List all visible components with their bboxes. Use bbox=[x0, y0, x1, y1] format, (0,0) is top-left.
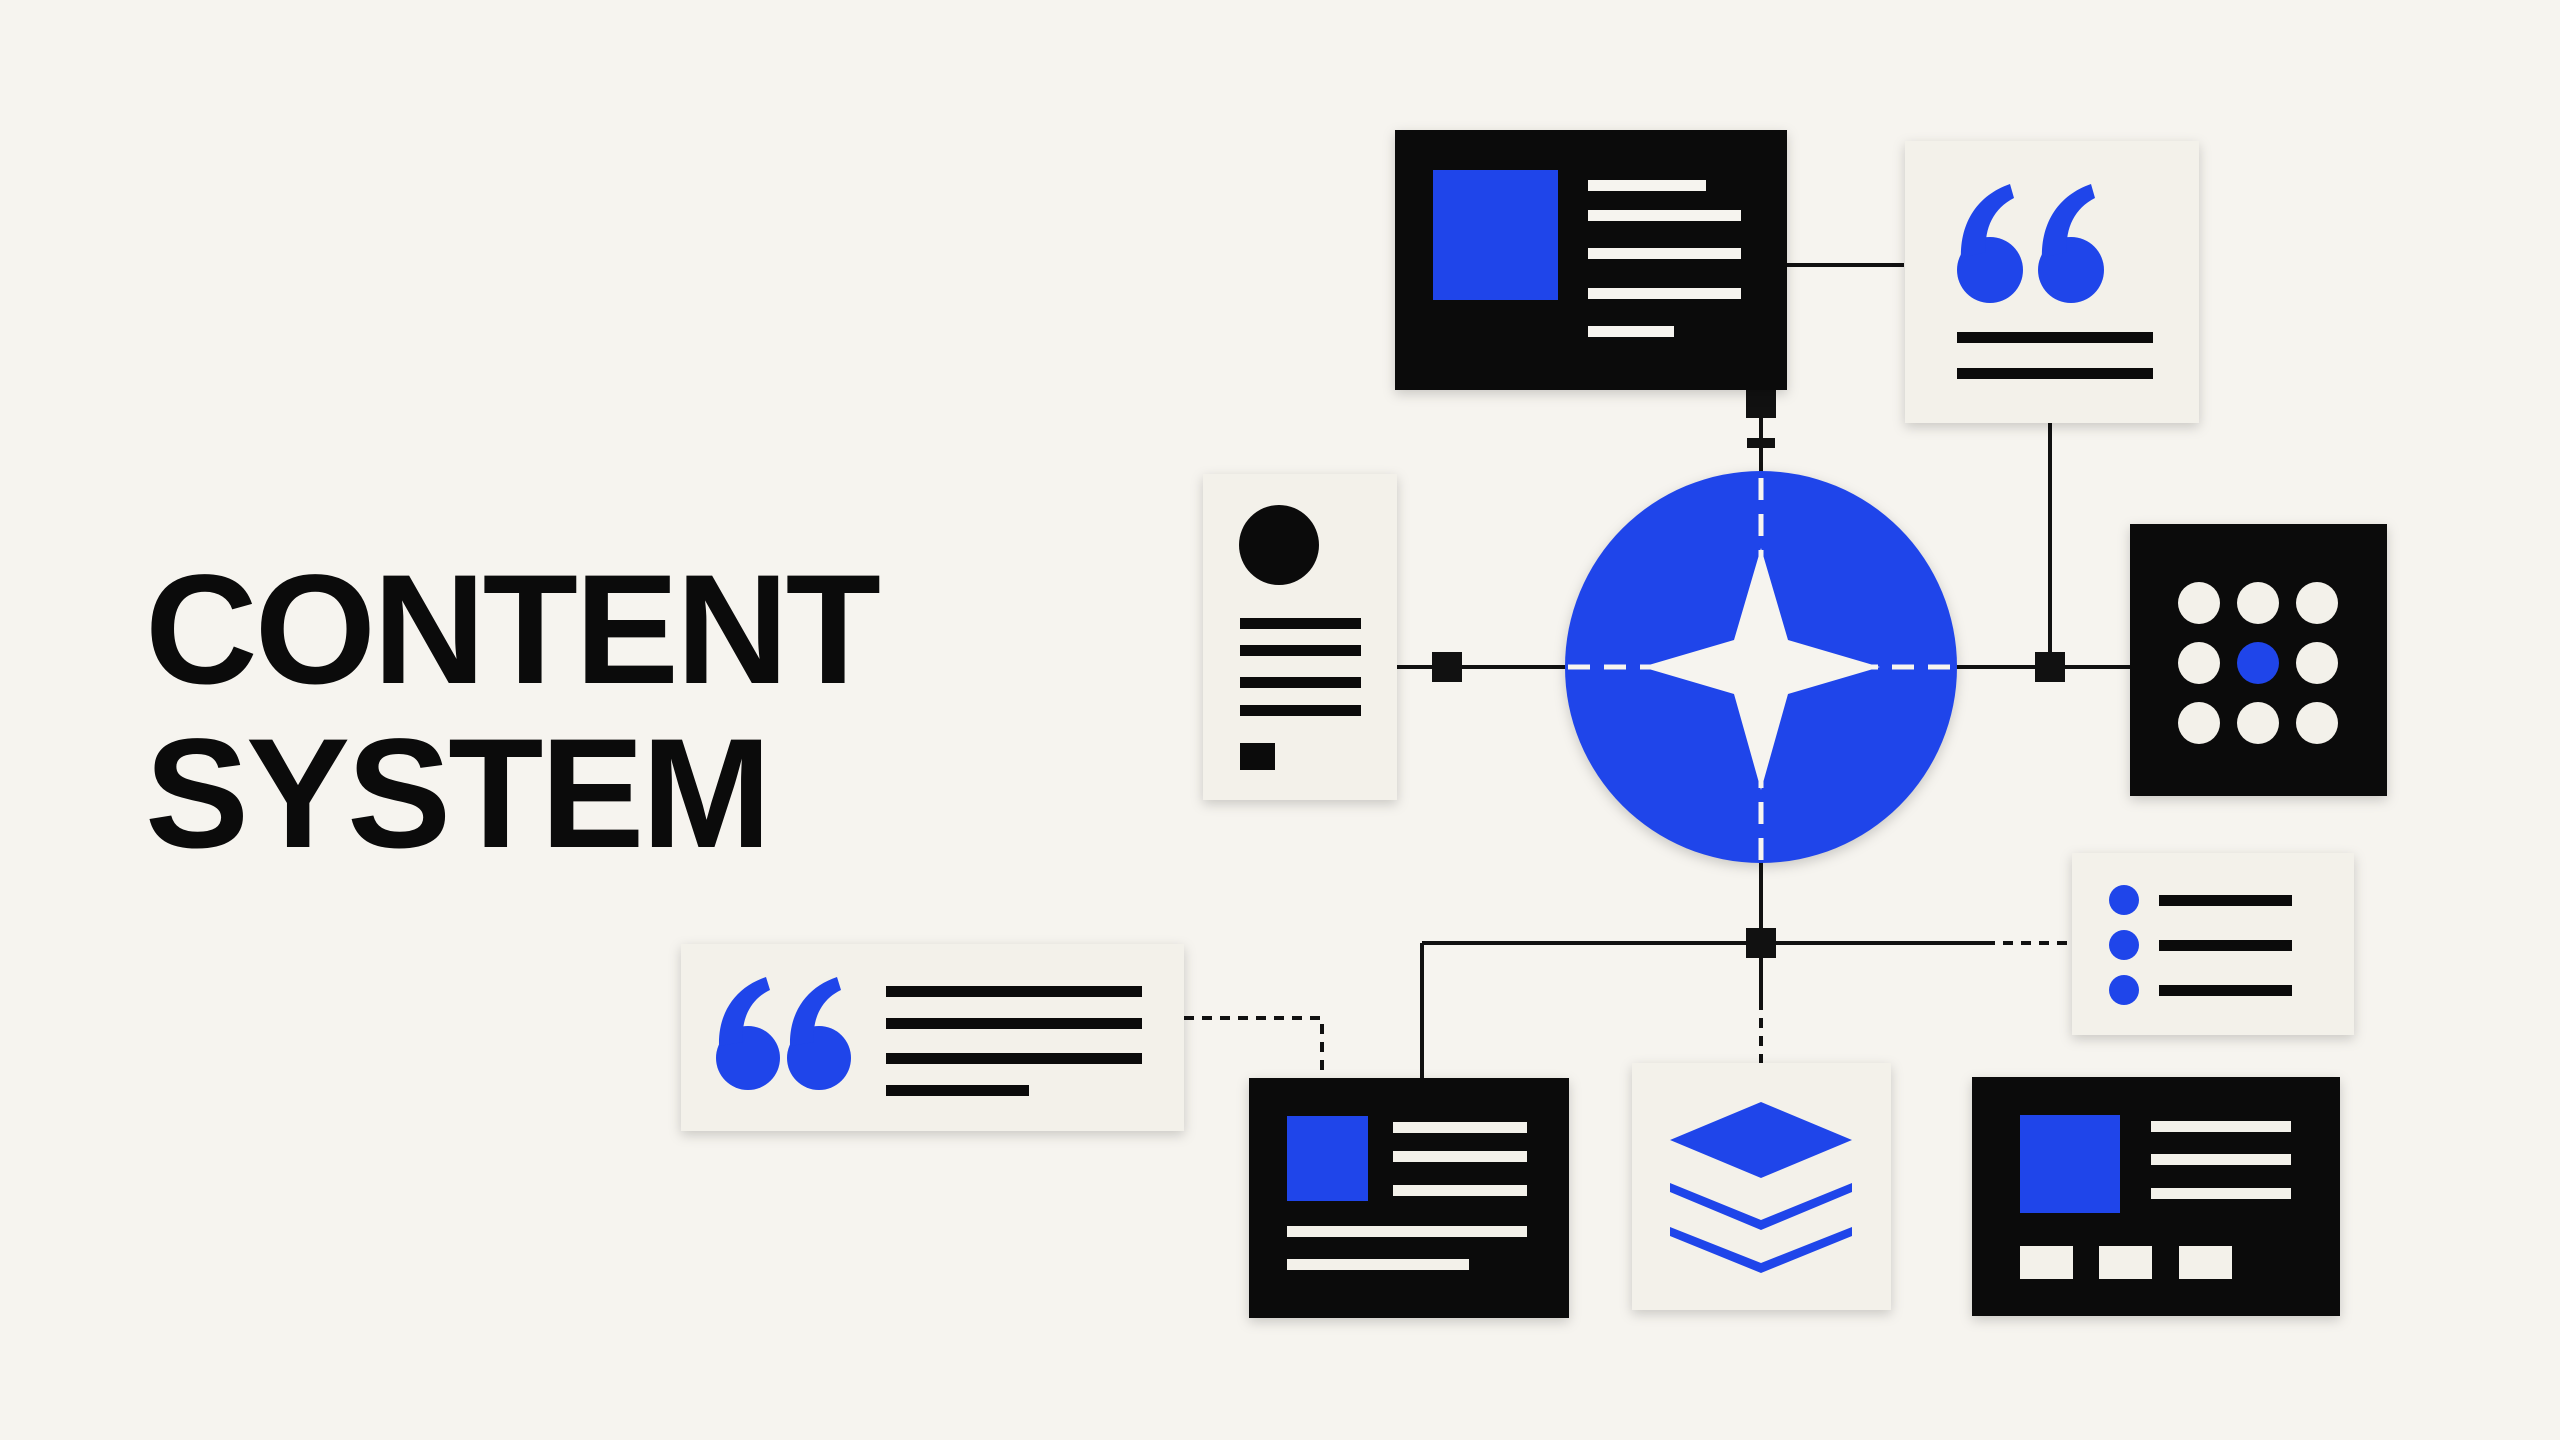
layers-icon bbox=[1670, 1102, 1852, 1273]
list-card-right bbox=[2072, 853, 2354, 1035]
article-card-bottom bbox=[1249, 1078, 1569, 1318]
dot-grid-icon bbox=[2178, 582, 2338, 744]
junction-left bbox=[1432, 652, 1462, 682]
image-placeholder-icon bbox=[1433, 170, 1558, 300]
quote-icon bbox=[716, 977, 851, 1090]
text-lines-icon bbox=[886, 986, 1142, 1096]
image-placeholder-icon bbox=[1287, 1116, 1368, 1201]
junction-top-tick bbox=[1747, 438, 1775, 448]
text-lines-icon bbox=[1588, 180, 1741, 337]
image-placeholder-icon bbox=[2020, 1115, 2120, 1213]
quote-card-bottom-left bbox=[681, 944, 1184, 1131]
page-title: CONTENT SYSTEM bbox=[145, 543, 881, 881]
quote-card-top-right bbox=[1905, 141, 2199, 423]
media-card-bottom-right bbox=[1972, 1077, 2340, 1316]
dot-grid-card-right bbox=[2130, 524, 2387, 796]
quote-icon bbox=[1957, 184, 2104, 303]
title-line-2: SYSTEM bbox=[145, 707, 771, 881]
junction-top bbox=[1746, 388, 1776, 418]
junctions bbox=[1432, 388, 2065, 958]
article-card-top bbox=[1395, 130, 1787, 390]
text-lines-icon bbox=[2151, 1121, 2291, 1199]
bullet-list-icon bbox=[2109, 885, 2292, 1005]
four-point-star-icon bbox=[1642, 548, 1880, 790]
junction-bottom bbox=[1746, 928, 1776, 958]
hub-node bbox=[1565, 471, 1957, 863]
text-lines-icon bbox=[1957, 332, 2153, 379]
text-lines-icon bbox=[1287, 1122, 1527, 1270]
connector-quote-bottom-dashed bbox=[1184, 1016, 1324, 1078]
text-lines-icon bbox=[1240, 618, 1361, 770]
title-line-1: CONTENT bbox=[145, 543, 881, 717]
layers-card-bottom bbox=[1632, 1063, 1891, 1310]
button-row-icon bbox=[2020, 1246, 2232, 1279]
junction-right bbox=[2035, 652, 2065, 682]
profile-card-left bbox=[1203, 474, 1397, 800]
avatar-icon bbox=[1239, 505, 1319, 585]
